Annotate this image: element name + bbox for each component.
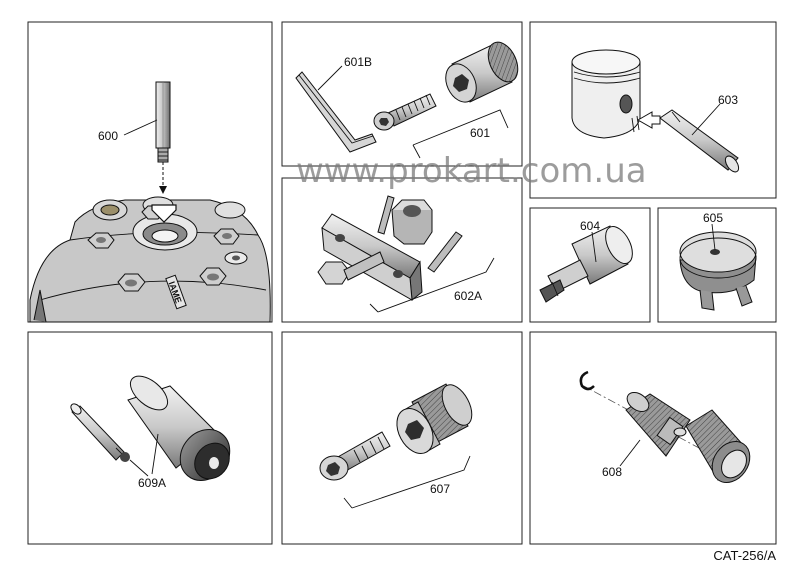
allen-key-601B bbox=[295, 71, 377, 153]
socket-bolt-601 bbox=[373, 93, 437, 131]
threaded-sleeve-601 bbox=[445, 41, 519, 103]
label-608: 608 bbox=[602, 465, 622, 479]
label-603: 603 bbox=[718, 93, 738, 107]
socket-bolt-607 bbox=[319, 431, 391, 481]
catalog-code: CAT-256/A bbox=[713, 548, 776, 563]
cap-605 bbox=[679, 231, 757, 311]
panel-604: 604 bbox=[529, 207, 651, 323]
label-602A: 602A bbox=[454, 289, 482, 303]
label-605: 605 bbox=[703, 211, 723, 225]
pin-603 bbox=[659, 109, 740, 173]
label-604: 604 bbox=[580, 219, 600, 233]
label-601B: 601B bbox=[344, 55, 372, 69]
insert-arrow-icon bbox=[636, 111, 661, 129]
head-nut bbox=[199, 267, 227, 286]
puller-608 bbox=[625, 391, 751, 483]
panel-603: 603 bbox=[529, 21, 777, 199]
watermark-text: www.prokart.com.ua bbox=[296, 151, 647, 191]
tool-609A bbox=[70, 375, 231, 481]
puller-602A bbox=[317, 195, 463, 301]
circlip bbox=[579, 370, 595, 391]
label-601: 601 bbox=[470, 126, 490, 140]
panel-608: 608 bbox=[529, 331, 777, 545]
panel-607: 607 bbox=[281, 331, 523, 545]
head-nut bbox=[213, 228, 240, 245]
insert-arrow-icon bbox=[151, 204, 177, 223]
tool-600 bbox=[155, 81, 171, 194]
label-609A: 609A bbox=[138, 476, 166, 490]
label-600: 600 bbox=[98, 129, 118, 143]
panel-602A: 602A bbox=[281, 177, 523, 323]
panel-609A: 609A bbox=[27, 331, 273, 545]
panel-605: 605 bbox=[657, 207, 777, 323]
panel-600: IAME 600 bbox=[27, 21, 273, 323]
cylinder-head: IAME bbox=[29, 196, 271, 323]
head-nut bbox=[117, 273, 146, 292]
label-607: 607 bbox=[430, 482, 450, 496]
head-nut bbox=[87, 232, 115, 249]
knurled-sleeve-607 bbox=[396, 383, 473, 454]
panel-601: 601B 601 bbox=[281, 21, 523, 167]
tool-604 bbox=[539, 225, 633, 303]
piston bbox=[571, 49, 641, 139]
